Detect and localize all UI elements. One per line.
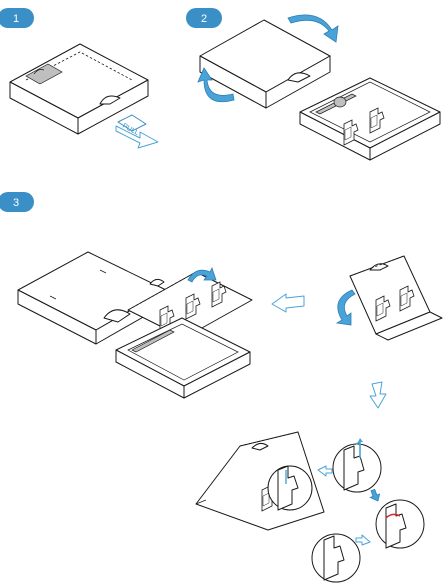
step-3-tray <box>116 318 250 398</box>
detail-circle-1 <box>268 466 312 510</box>
step-3-down-arrow <box>370 382 386 408</box>
step-3-standing-holder <box>350 256 442 340</box>
detail-circle-4 <box>312 534 360 582</box>
step-3-fold-arrow <box>337 290 355 325</box>
step-3-lid <box>18 252 166 344</box>
detail-arrow-3 <box>356 535 370 545</box>
detail-circle-2 <box>333 438 381 492</box>
step-2-badge: 2 <box>186 8 222 28</box>
step-2-tray <box>300 78 440 160</box>
step-3-badge: 3 <box>0 192 34 212</box>
step-3-left-arrow <box>272 294 304 312</box>
step-3-number: 3 <box>13 197 19 209</box>
detail-circle-3 <box>376 500 424 548</box>
step-1-number: 1 <box>13 13 19 25</box>
step-2-number: 2 <box>201 13 207 25</box>
step-1-badge: 1 <box>0 8 34 28</box>
step-1-box: PULL <box>10 44 148 137</box>
detail-arrow-2 <box>368 488 382 503</box>
detail-arrow-1 <box>318 466 332 476</box>
